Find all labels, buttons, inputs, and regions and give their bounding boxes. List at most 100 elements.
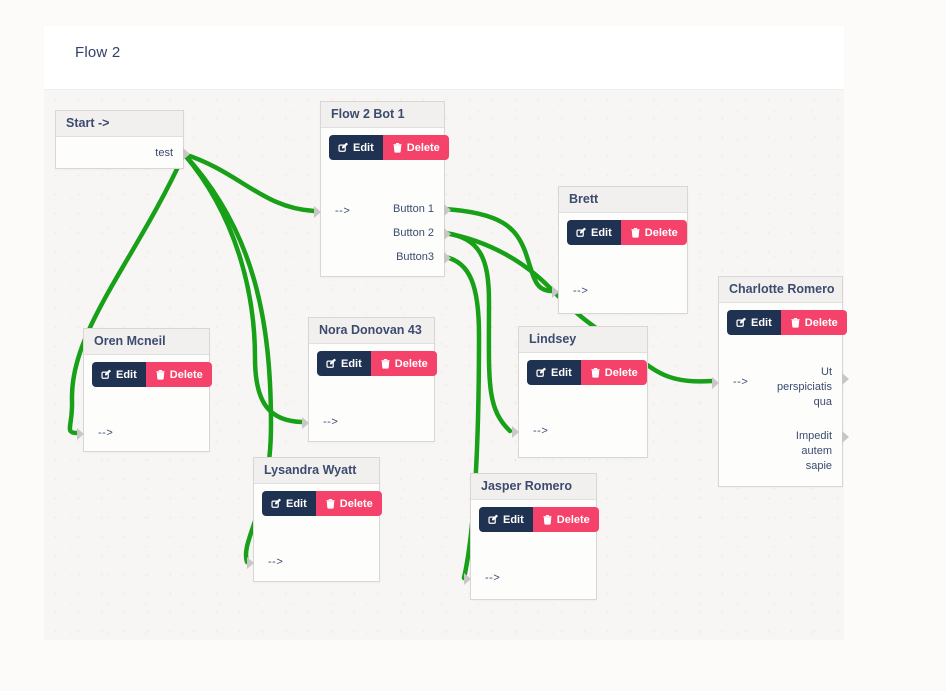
input-port[interactable] — [77, 428, 84, 440]
edit-button[interactable]: Edit — [92, 362, 146, 387]
delete-button[interactable]: Delete — [580, 360, 647, 385]
input-port[interactable] — [552, 286, 559, 298]
connection-test-to-lysandra — [181, 151, 274, 565]
delete-button-label: Delete — [339, 497, 373, 510]
input-arrow-label: --> — [485, 572, 501, 584]
output-port-button3[interactable] — [444, 252, 451, 264]
edit-button-label: Edit — [341, 357, 362, 370]
node-title: Start -> — [56, 111, 183, 137]
node-flow-2-bot-1[interactable]: Flow 2 Bot 1 Edit Delete --> Button 1 Bu… — [314, 101, 451, 277]
connection-button3-to-jasper — [442, 254, 482, 581]
delete-button-label: Delete — [169, 368, 203, 381]
input-arrow-label: --> — [335, 205, 351, 217]
output-line: Ut — [821, 366, 832, 378]
delete-button-label: Delete — [394, 357, 428, 370]
edit-button[interactable]: Edit — [527, 360, 581, 385]
output-port-button-2[interactable] — [444, 228, 451, 240]
node-actions: Edit Delete — [727, 310, 847, 335]
input-port[interactable] — [247, 557, 254, 569]
edit-icon — [338, 142, 349, 152]
node-brett[interactable]: Brett Edit Delete --> — [552, 186, 688, 314]
output-port-test[interactable] — [183, 148, 190, 160]
input-port[interactable] — [712, 377, 719, 389]
edit-icon — [736, 317, 747, 327]
input-arrow-label: --> — [98, 427, 114, 439]
output-port-ut-perspiciatis-qua[interactable] — [842, 373, 849, 385]
delete-button[interactable]: Delete — [315, 491, 382, 516]
input-port[interactable] — [464, 573, 471, 585]
output-label-impedit-autem-sapie: Impedit autem sapie — [796, 429, 832, 474]
connection-button1-to-brett — [442, 206, 555, 294]
node-charlotte-romero[interactable]: Charlotte Romero Edit Delete --> Ut pers… — [712, 276, 849, 487]
edit-button[interactable]: Edit — [479, 507, 533, 532]
delete-button[interactable]: Delete — [532, 507, 599, 532]
input-port[interactable] — [302, 417, 309, 429]
input-port[interactable] — [314, 206, 321, 218]
delete-button-label: Delete — [644, 226, 678, 239]
node-actions: Edit Delete — [262, 491, 382, 516]
input-port[interactable] — [512, 426, 519, 438]
node-jasper-romero[interactable]: Jasper Romero Edit Delete --> — [464, 473, 599, 600]
output-port-button-1[interactable] — [444, 204, 451, 216]
edit-icon — [488, 514, 499, 524]
flow-canvas[interactable]: Start -> test Flow 2 Bot 1 Edit Delete -… — [44, 90, 849, 640]
delete-button[interactable]: Delete — [382, 135, 449, 160]
output-label-button3: Button3 — [396, 251, 434, 263]
output-label-ut-perspiciatis-qua: Ut perspiciatis qua — [777, 365, 832, 410]
edit-button[interactable]: Edit — [329, 135, 383, 160]
connection-test-to-bot — [181, 151, 317, 214]
input-arrow-label: --> — [733, 376, 749, 388]
trash-icon — [381, 359, 390, 369]
node-start[interactable]: Start -> test — [55, 110, 190, 169]
edit-button[interactable]: Edit — [727, 310, 781, 335]
input-arrow-label: --> — [533, 425, 549, 437]
trash-icon — [791, 318, 800, 328]
edit-button-label: Edit — [286, 497, 307, 510]
connection-test-to-oren — [67, 151, 187, 436]
output-port-impedit-autem-sapie[interactable] — [842, 431, 849, 443]
input-arrow-label: --> — [573, 285, 589, 297]
edit-button[interactable]: Edit — [262, 491, 316, 516]
trash-icon — [631, 228, 640, 238]
node-title: Lindsey — [519, 327, 647, 353]
delete-button-label: Delete — [406, 141, 440, 154]
edit-icon — [271, 498, 282, 508]
trash-icon — [543, 515, 552, 525]
edit-icon — [536, 367, 547, 377]
node-title: Jasper Romero — [471, 474, 596, 500]
edit-icon — [326, 358, 337, 368]
edit-button-label: Edit — [551, 366, 572, 379]
delete-button[interactable]: Delete — [370, 351, 437, 376]
delete-button[interactable]: Delete — [145, 362, 212, 387]
edit-icon — [576, 227, 587, 237]
node-lindsey[interactable]: Lindsey Edit Delete --> — [512, 326, 648, 458]
edit-button-label: Edit — [751, 316, 772, 329]
delete-button[interactable]: Delete — [780, 310, 847, 335]
node-nora-donovan-43[interactable]: Nora Donovan 43 Edit Delete --> — [302, 317, 437, 442]
delete-button[interactable]: Delete — [620, 220, 687, 245]
edit-button[interactable]: Edit — [567, 220, 621, 245]
edit-button-label: Edit — [353, 141, 374, 154]
trash-icon — [393, 143, 402, 153]
node-title: Lysandra Wyatt — [254, 458, 379, 484]
trash-icon — [156, 370, 165, 380]
edit-button[interactable]: Edit — [317, 351, 371, 376]
node-title: Brett — [559, 187, 687, 213]
node-title: Oren Mcneil — [84, 329, 209, 355]
node-lysandra-wyatt[interactable]: Lysandra Wyatt Edit Delete --> — [247, 457, 382, 582]
trash-icon — [326, 499, 335, 509]
page-title: Flow 2 — [75, 44, 121, 61]
output-line: Impedit — [795, 430, 832, 442]
output-label-button-2: Button 2 — [393, 227, 434, 239]
trash-icon — [591, 368, 600, 378]
edit-button-label: Edit — [591, 226, 612, 239]
flow-header-card: Flow 2 — [44, 26, 844, 90]
input-arrow-label: --> — [323, 416, 339, 428]
output-label-test: test — [155, 147, 173, 159]
node-oren-mcneil[interactable]: Oren Mcneil Edit Delete --> — [77, 328, 212, 452]
edit-icon — [101, 369, 112, 379]
edit-button-label: Edit — [116, 368, 137, 381]
connection-button2-to-lindsey — [442, 230, 513, 434]
node-actions: Edit Delete — [567, 220, 687, 245]
node-actions: Edit Delete — [92, 362, 212, 387]
